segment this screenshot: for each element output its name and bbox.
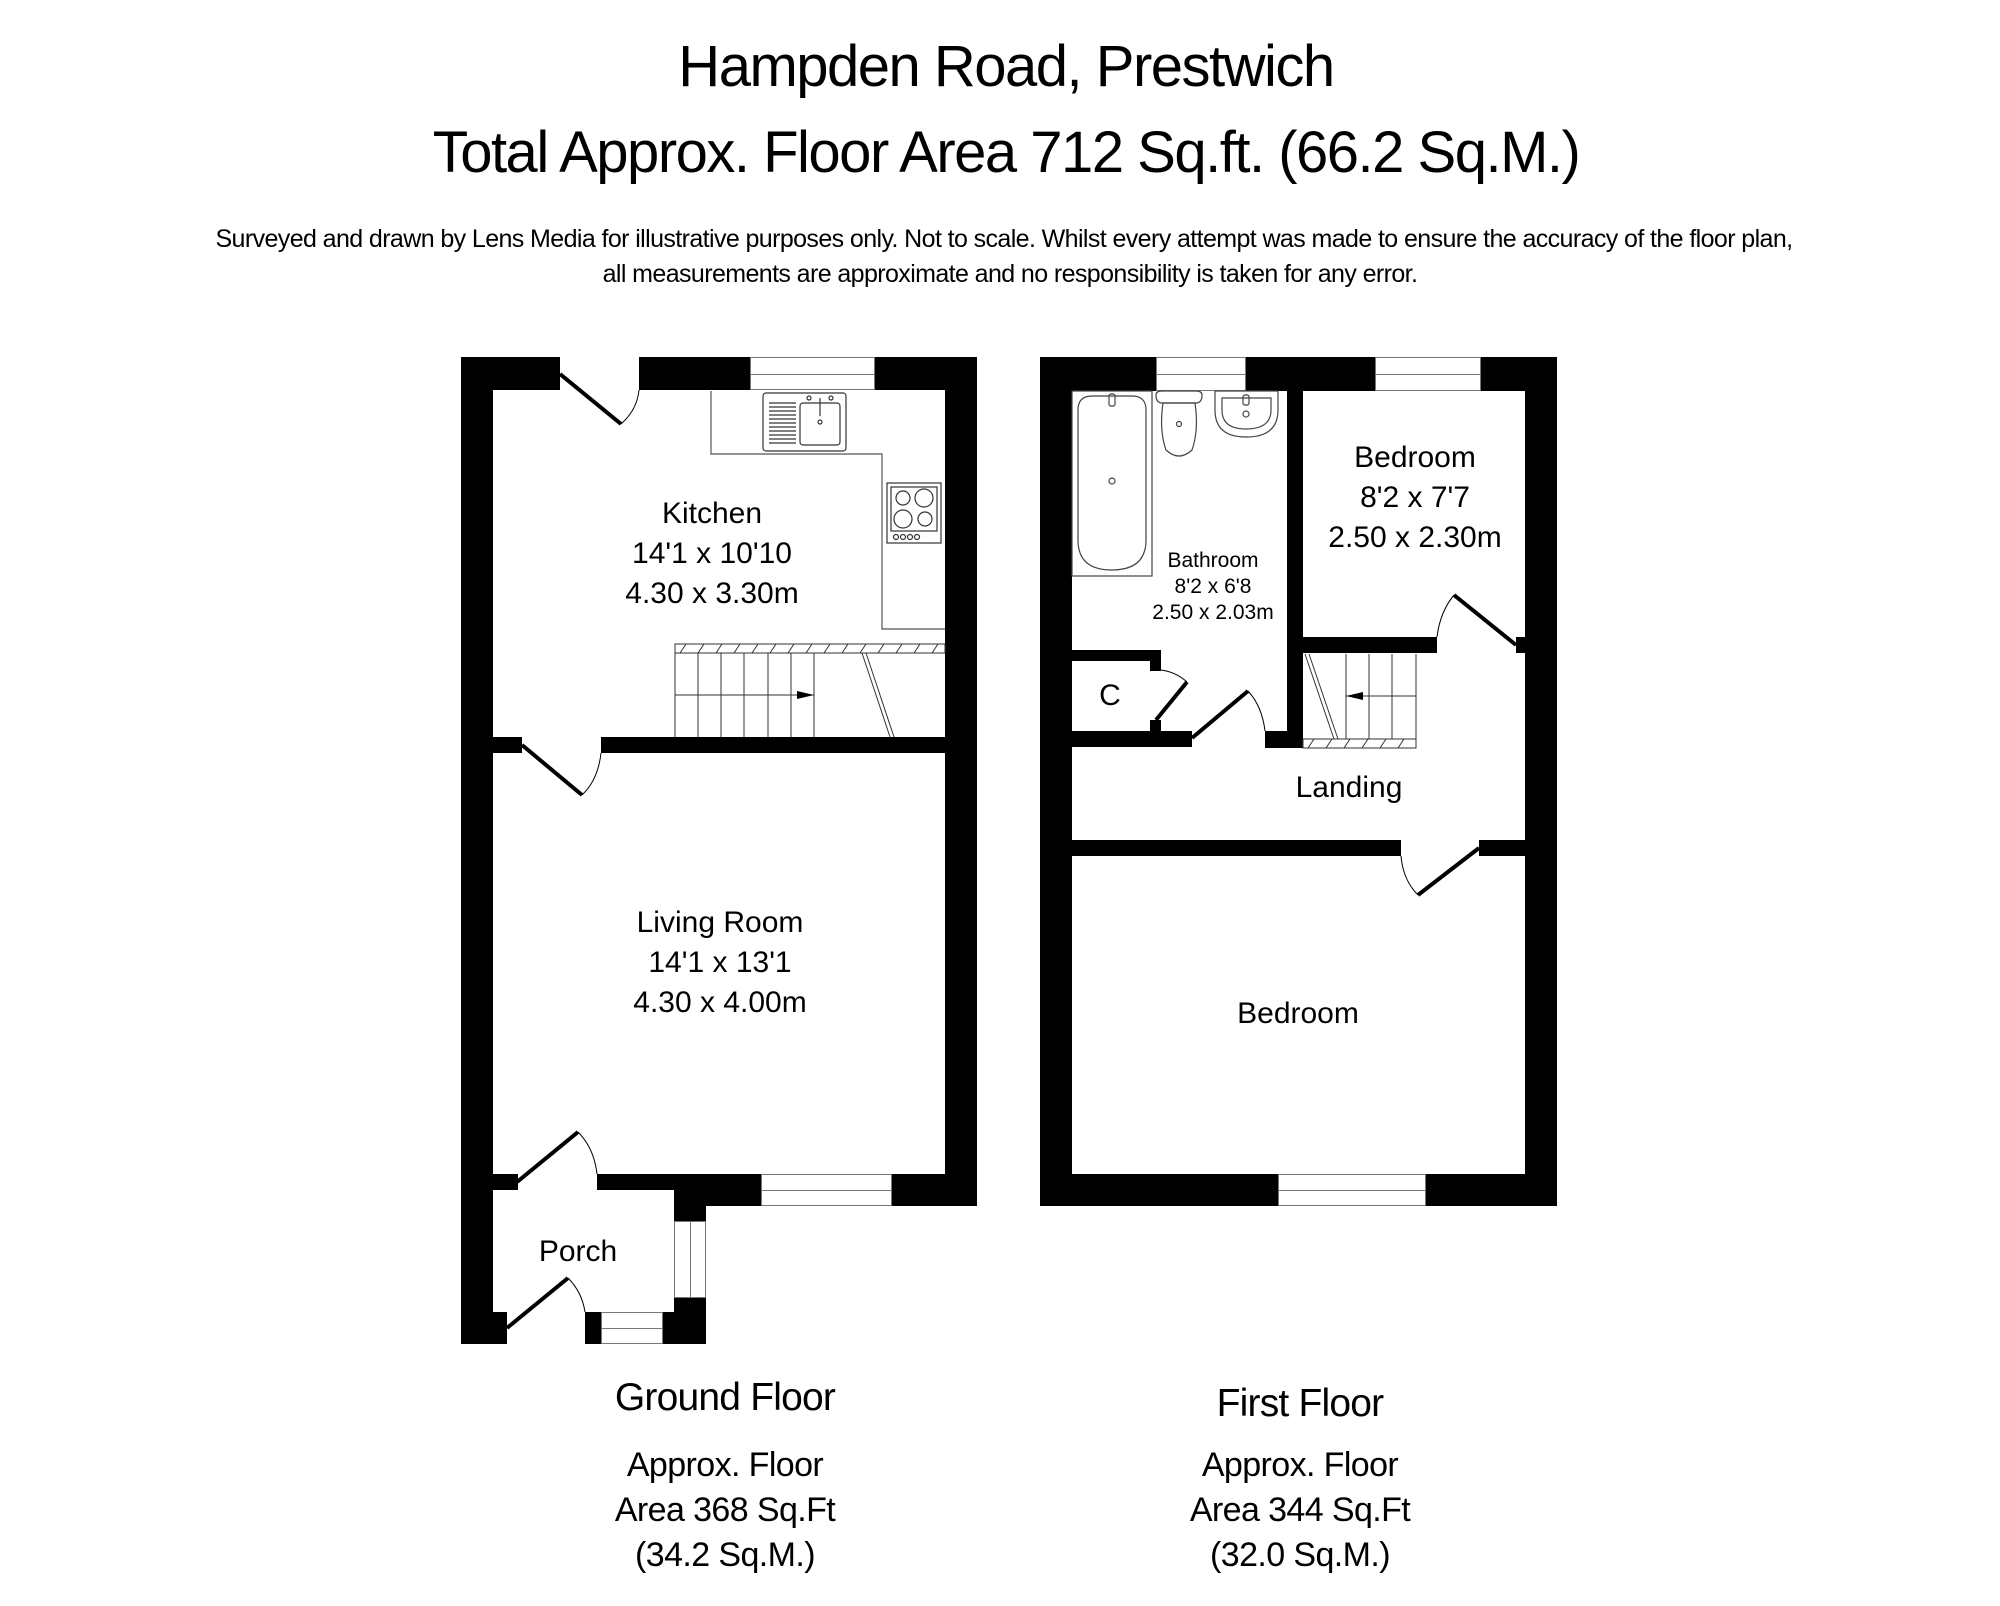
bathroom-name: Bathroom — [1167, 549, 1259, 572]
bathroom-wall-bottom-right — [1265, 731, 1303, 748]
bedroom1-label: Bedroom — [1237, 997, 1359, 1030]
sink-icon — [762, 392, 847, 452]
ff-stairs-arrow-icon — [1346, 692, 1363, 700]
living-room-label: Living Room 14'1 x 13'1 4.30 x 4.00m — [633, 903, 806, 1023]
ground-floor-area-line-1: Approx. Floor — [626, 1446, 824, 1484]
ff-bathroom-window — [1156, 357, 1246, 391]
gf-stairs-icon — [674, 643, 946, 738]
kitchen-name: Kitchen — [661, 497, 763, 530]
kitchen-back-door-icon — [558, 372, 640, 426]
ff-bedroom2-wall-bottom — [1303, 637, 1437, 653]
gf-wall-bottom-c — [892, 1174, 977, 1206]
porch-front-window — [601, 1312, 663, 1344]
kitchen-metric: 4.30 x 3.30m — [625, 577, 799, 610]
bathroom-metric: 2.50 x 2.03m — [1152, 601, 1274, 624]
ff-stairs-icon — [1302, 653, 1417, 749]
gf-wall-bottom-a — [597, 1174, 674, 1190]
cupboard-door-icon — [1154, 669, 1189, 722]
first-floor-summary: First Floor Approx. Floor Area 344 Sq.Ft… — [1189, 1382, 1411, 1578]
bathtub-icon — [1071, 390, 1153, 577]
gf-wall-mid-stub — [493, 737, 522, 753]
porch-front-door-icon — [505, 1276, 586, 1330]
cupboard-label: C — [1099, 679, 1121, 712]
toilet-icon — [1155, 390, 1203, 457]
ff-wall-top-b — [1246, 357, 1375, 391]
disclaimer-line-1: Surveyed and drawn by Lens Media for ill… — [215, 225, 1793, 253]
kitchen-living-door-icon — [520, 743, 602, 797]
living-room-imperial: 14'1 x 13'1 — [648, 946, 792, 979]
ff-wall-divider — [1287, 391, 1303, 748]
total-floor-area: Total Approx. Floor Area 712 Sq.ft. (66.… — [432, 120, 1581, 185]
bedroom2-name: Bedroom — [1354, 441, 1476, 474]
porch-label: Porch — [538, 1235, 618, 1268]
first-floor-title: First Floor — [1216, 1382, 1385, 1425]
living-room-metric: 4.30 x 4.00m — [633, 986, 807, 1019]
ground-floor-title: Ground Floor — [614, 1376, 836, 1419]
porch-side-window — [674, 1221, 706, 1298]
bedroom2-metric: 2.50 x 2.30m — [1328, 521, 1502, 554]
bedroom2-door-icon — [1436, 593, 1518, 647]
gf-wall-mid — [601, 737, 945, 753]
gf-stairs-arrow-icon — [797, 691, 814, 699]
ff-wall-bottom-left — [1040, 1174, 1278, 1206]
gf-wall-left — [461, 357, 493, 1344]
gf-living-window — [761, 1174, 892, 1206]
cupboard-wall-top — [1072, 650, 1161, 661]
cupboard-jamb-top — [1150, 650, 1161, 671]
property-title: Hampden Road, Prestwich — [678, 34, 1335, 99]
bathroom-label: Bathroom 8'2 x 6'8 2.50 x 2.03m — [1152, 548, 1273, 626]
porch-wall-right-top — [674, 1190, 706, 1221]
ff-bedroom2-window — [1375, 357, 1481, 391]
landing-wall-stub — [1479, 840, 1525, 856]
gf-wall-bottom-stub — [493, 1174, 518, 1190]
gf-kitchen-window — [750, 357, 875, 390]
ground-floor-area-line-2: Area 368 Sq.Ft — [614, 1491, 836, 1529]
ff-bedroom1-window — [1278, 1174, 1426, 1206]
ff-wall-left — [1040, 357, 1072, 1206]
living-room-name: Living Room — [636, 906, 804, 939]
gf-wall-right — [945, 357, 977, 1206]
gf-wall-top-mid — [639, 357, 750, 390]
first-floor-area-line-1: Approx. Floor — [1201, 1446, 1399, 1484]
ground-floor-area-line-3: (34.2 Sq.M.) — [635, 1536, 815, 1574]
bedroom2-imperial: 8'2 x 7'7 — [1360, 481, 1470, 514]
landing-label: Landing — [1295, 771, 1403, 804]
disclaimer-line-2: all measurements are approximate and no … — [602, 260, 1418, 288]
kitchen-label: Kitchen 14'1 x 10'10 4.30 x 3.30m — [625, 494, 798, 614]
ff-wall-bottom-right — [1426, 1174, 1557, 1206]
first-floor-area-line-3: (32.0 Sq.M.) — [1210, 1536, 1390, 1574]
porch-wall-bottom-left — [461, 1312, 507, 1344]
landing-wall-bottom — [1072, 840, 1401, 856]
porch-wall-bottom-mid — [585, 1312, 601, 1344]
cupboard-jamb-bottom — [1150, 720, 1161, 732]
bathroom-wall-bottom-left — [1072, 731, 1192, 747]
basin-icon — [1214, 390, 1279, 438]
porch-wall-bottom-right — [663, 1312, 706, 1344]
first-floor-area-line-2: Area 344 Sq.Ft — [1189, 1491, 1411, 1529]
bedroom1-door-icon — [1400, 846, 1481, 897]
living-porch-door-icon — [515, 1130, 598, 1184]
bedroom2-label: Bedroom 8'2 x 7'7 2.50 x 2.30m — [1328, 438, 1501, 558]
ff-bedroom2-wall-stub — [1516, 637, 1525, 653]
ff-wall-right — [1525, 357, 1557, 1206]
ground-floor-summary: Ground Floor Approx. Floor Area 368 Sq.F… — [614, 1376, 836, 1578]
bathroom-imperial: 8'2 x 6'8 — [1174, 575, 1252, 598]
hob-icon — [886, 482, 942, 544]
kitchen-imperial: 14'1 x 10'10 — [632, 537, 792, 570]
bathroom-door-icon — [1190, 689, 1266, 740]
